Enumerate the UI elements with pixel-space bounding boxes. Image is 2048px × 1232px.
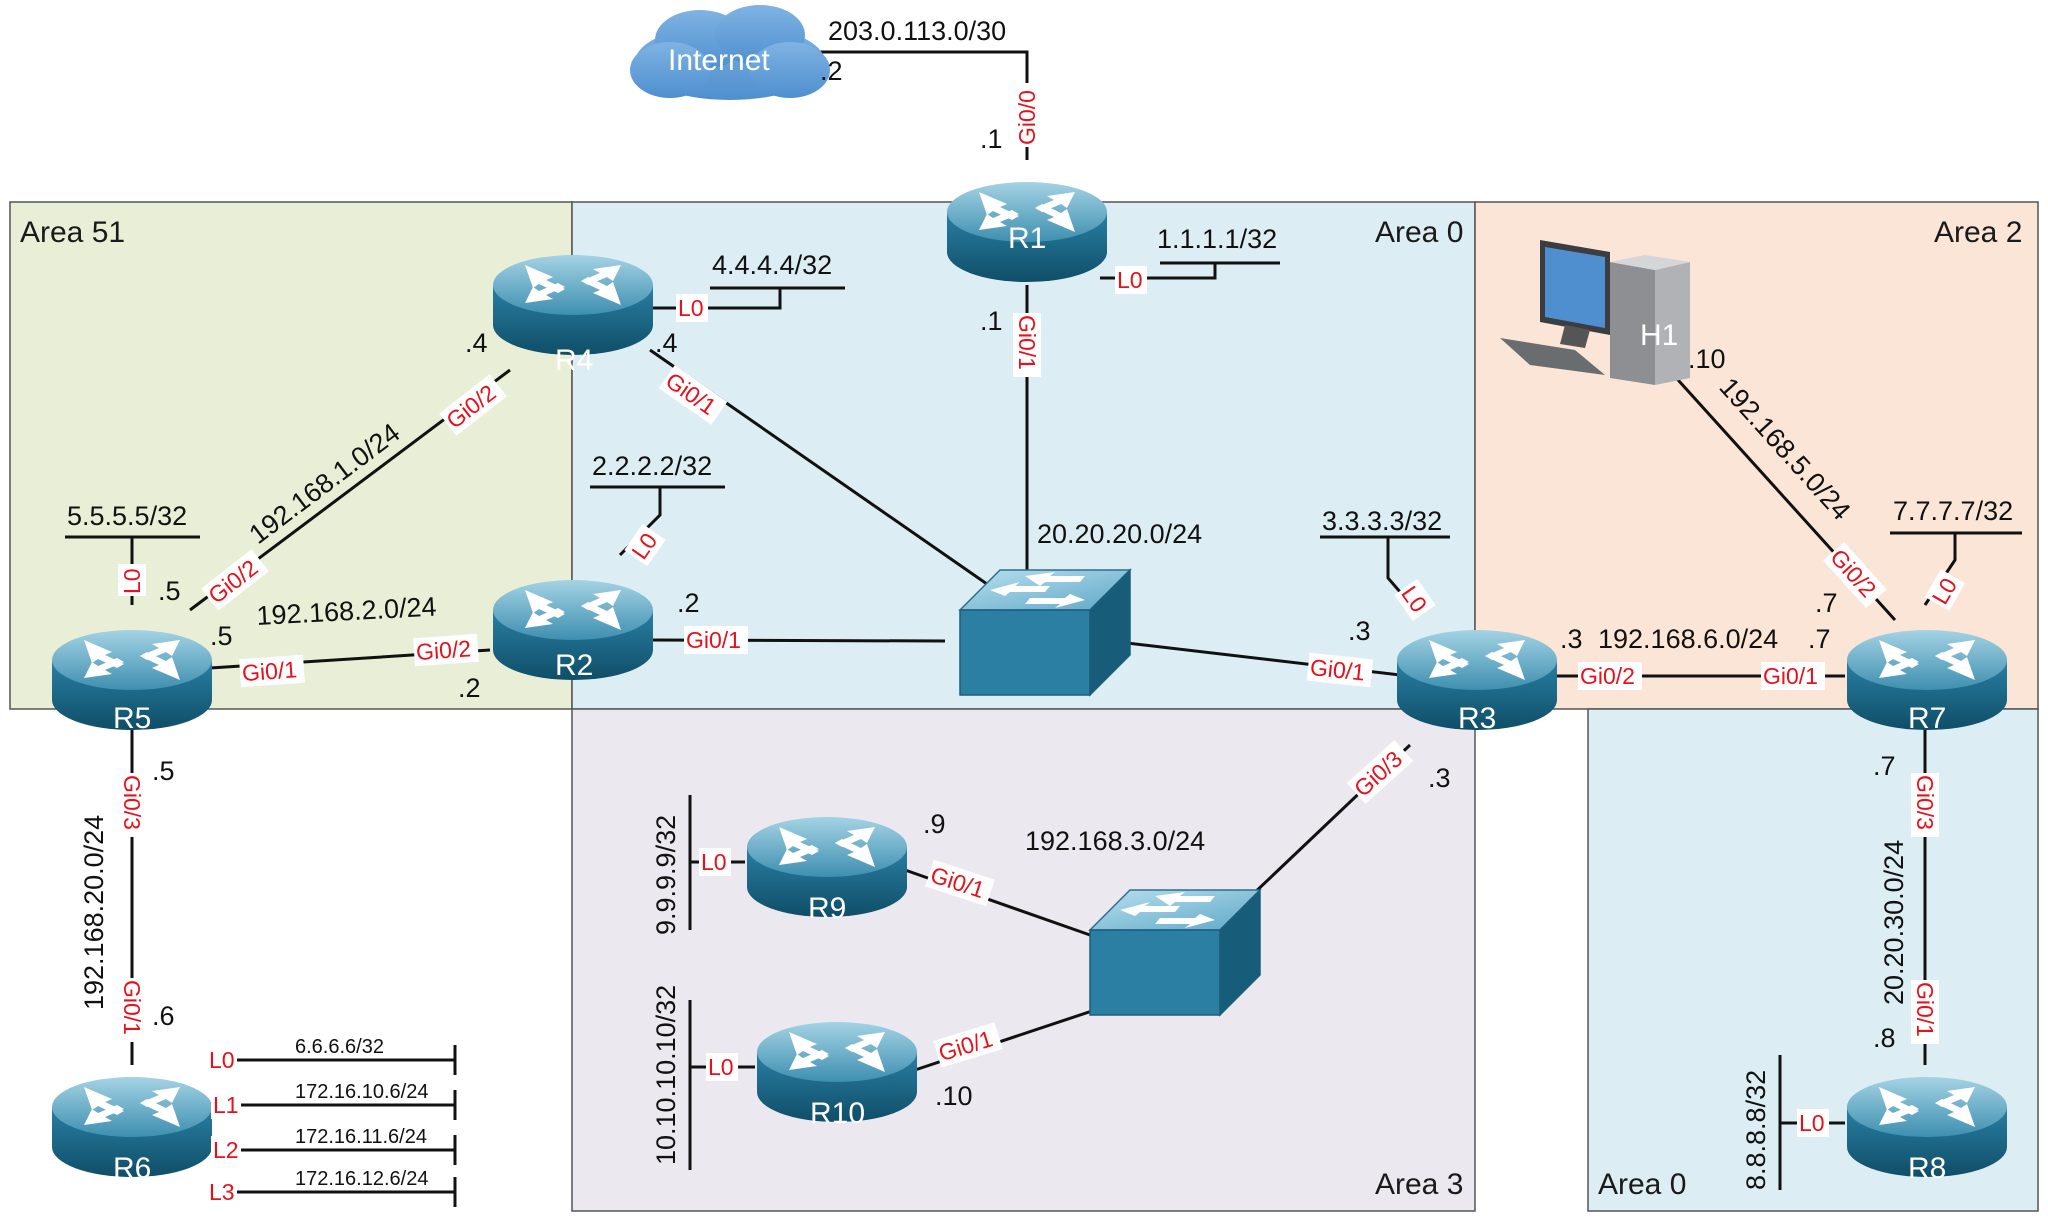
r6-l2-label: L2 bbox=[213, 1137, 239, 1163]
router-r2-name: R2 bbox=[555, 649, 593, 682]
r2-ip-left: .2 bbox=[458, 673, 481, 703]
area3-switch-icon bbox=[1089, 889, 1261, 1016]
r8-l0-label: L0 bbox=[1799, 1110, 1825, 1136]
r2-gi02-label: Gi0/2 bbox=[415, 635, 472, 665]
router-r10-name: R10 bbox=[810, 1097, 865, 1130]
network-192-168-3-label: 192.168.3.0/24 bbox=[1025, 826, 1205, 856]
area-3-label: Area 3 bbox=[1375, 1168, 1463, 1201]
area-0-label: Area 0 bbox=[1375, 216, 1463, 249]
r2-loopback-net: 2.2.2.2/32 bbox=[592, 451, 712, 481]
r6-l2-net: 172.16.11.6/24 bbox=[295, 1126, 427, 1148]
r4-loopback-net: 4.4.4.4/32 bbox=[712, 250, 832, 280]
network-192-168-20-label: 192.168.20.0/24 bbox=[79, 815, 109, 1010]
r6-l3-net: 172.16.12.6/24 bbox=[295, 1168, 428, 1190]
host-h1-icon bbox=[1500, 240, 1690, 385]
r1-ip-down: .1 bbox=[980, 306, 1003, 336]
r7-gi03-label: Gi0/3 bbox=[1912, 775, 1938, 830]
r6-l3-label: L3 bbox=[209, 1179, 235, 1205]
r5-gi03-label: Gi0/3 bbox=[119, 775, 145, 830]
r3-ip-right: .3 bbox=[1560, 624, 1583, 654]
router-r9-name: R9 bbox=[808, 892, 846, 925]
r6-l0-label: L0 bbox=[209, 1047, 235, 1073]
router-r1-name: R1 bbox=[1008, 222, 1046, 255]
area0-switch-icon bbox=[959, 569, 1131, 696]
r10-ip: .10 bbox=[935, 1081, 973, 1111]
host-h1-name: H1 bbox=[1640, 319, 1678, 352]
r8-ip-up: .8 bbox=[1873, 1023, 1896, 1053]
router-r6-name: R6 bbox=[113, 1152, 151, 1185]
r9-l0-label: L0 bbox=[701, 849, 727, 875]
internet-label: Internet bbox=[668, 44, 770, 77]
r2-ip-right: .2 bbox=[677, 588, 700, 618]
r7-loopback-net: 7.7.7.7/32 bbox=[1893, 496, 2013, 526]
router-r3-name: R3 bbox=[1458, 702, 1496, 735]
r5-ip-right: .5 bbox=[210, 621, 233, 651]
network-192-168-6-label: 192.168.6.0/24 bbox=[1598, 624, 1778, 654]
r3-ip-left: .3 bbox=[1348, 616, 1371, 646]
r3-loopback-net: 3.3.3.3/32 bbox=[1322, 506, 1442, 536]
host-h1-ip: .10 bbox=[1688, 344, 1726, 374]
r8-loopback-net: 8.8.8.8/32 bbox=[1741, 1070, 1771, 1190]
area-0-r8-label: Area 0 bbox=[1598, 1168, 1686, 1201]
r3-gi02-label: Gi0/2 bbox=[1580, 663, 1635, 689]
r7-ip-top: .7 bbox=[1815, 588, 1838, 618]
r1-ip-up: .1 bbox=[980, 124, 1003, 154]
r6-gi01-label: Gi0/1 bbox=[119, 980, 145, 1035]
internet-ip-label: .2 bbox=[820, 56, 843, 86]
internet-network-label: 203.0.113.0/30 bbox=[828, 16, 1006, 46]
router-r8-name: R8 bbox=[1908, 1152, 1946, 1185]
r6-l0-net: 6.6.6.6/32 bbox=[295, 1036, 384, 1058]
r1-loopback-net: 1.1.1.1/32 bbox=[1157, 224, 1277, 254]
r10-l0-label: L0 bbox=[708, 1054, 734, 1080]
area-51-label: Area 51 bbox=[20, 216, 125, 249]
r5-ip-down: .5 bbox=[152, 756, 175, 786]
network-20-20-20-label: 20.20.20.0/24 bbox=[1037, 519, 1202, 549]
r4-ip-left: .4 bbox=[465, 328, 488, 358]
r1-gi01-label: Gi0/1 bbox=[1014, 315, 1040, 370]
r9-loopback-net: 9.9.9.9/32 bbox=[651, 815, 681, 935]
router-r7-name: R7 bbox=[1908, 702, 1946, 735]
r7-gi01-label: Gi0/1 bbox=[1763, 663, 1818, 689]
r6-ip-up: .6 bbox=[152, 1001, 175, 1031]
r6-l1-net: 172.16.10.6/24 bbox=[295, 1081, 428, 1103]
r9-ip: .9 bbox=[923, 809, 946, 839]
area-51-region bbox=[9, 201, 573, 710]
router-r4-name: R4 bbox=[555, 344, 593, 377]
r7-ip-down: .7 bbox=[1873, 751, 1896, 781]
r4-ip-right: .4 bbox=[655, 328, 678, 358]
r3-gi01-label: Gi0/1 bbox=[1309, 654, 1366, 686]
router-r5-name: R5 bbox=[113, 702, 151, 735]
r8-gi01-label: Gi0/1 bbox=[1912, 982, 1938, 1037]
r5-gi01-label: Gi0/1 bbox=[241, 656, 298, 686]
internet-cloud-icon bbox=[630, 5, 830, 100]
area-2-label: Area 2 bbox=[1934, 216, 2022, 249]
r5-ip-top: .5 bbox=[158, 576, 181, 606]
r7-ip-left: .7 bbox=[1808, 624, 1831, 654]
network-20-20-30-label: 20.20.30.0/24 bbox=[1879, 840, 1909, 1005]
r10-loopback-net: 10.10.10.10/32 bbox=[651, 985, 681, 1165]
router-r4-icon bbox=[493, 255, 653, 355]
r6-l1-label: L1 bbox=[213, 1092, 239, 1118]
r5-loopback-net: 5.5.5.5/32 bbox=[67, 501, 187, 531]
r4-l0-label: L0 bbox=[678, 295, 704, 321]
r3-ip-down: .3 bbox=[1428, 763, 1451, 793]
r1-gi00-label: Gi0/0 bbox=[1014, 90, 1040, 145]
area-3-region bbox=[571, 708, 1476, 1212]
r5-l0-label: L0 bbox=[119, 568, 145, 594]
r1-l0-label: L0 bbox=[1117, 267, 1143, 293]
r2-gi01-label: Gi0/1 bbox=[686, 627, 741, 653]
